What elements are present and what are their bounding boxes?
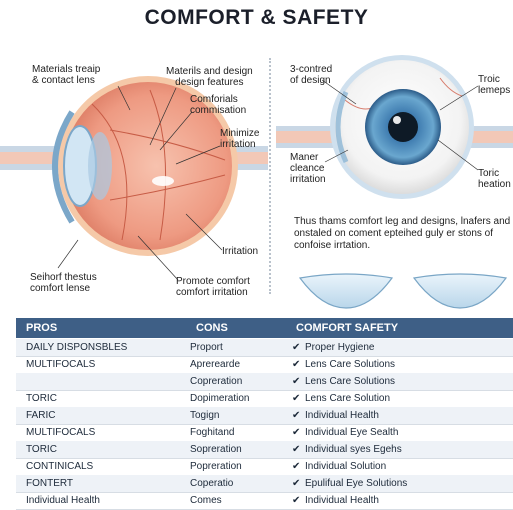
explanation-paragraph: Thus thams comfort leg and designs, lnaf…: [294, 216, 511, 251]
cell-comfort-safety: Individual Solution: [305, 461, 387, 472]
cell-cons: Coperatio: [190, 478, 234, 489]
table-row: MULTIFOCALS Aprerearde ✔ Lens Care Solution…: [16, 356, 513, 374]
check-icon: ✔: [292, 444, 301, 455]
table-row: MULTIFOCALS Foghitand ✔ Individual Eye Seal…: [16, 424, 513, 442]
cell-cons: Sopreration: [190, 444, 242, 455]
check-icon: ✔: [292, 393, 301, 404]
header-comfort-safety: COMFORT SAFETY: [296, 322, 399, 334]
table-row: TORIC Dopimeration ✔ Lens Care Solution: [16, 390, 513, 408]
cell-pros: FONTERT: [26, 478, 74, 489]
cell-pros: MULTIFOCALS: [26, 359, 96, 370]
cell-comfort-safety: Proper Hygiene: [305, 342, 375, 353]
cell-comfort-safety: Individual Eye Sealth: [305, 427, 399, 438]
label-irritation: Irritation: [222, 246, 259, 257]
label-materials-lens: Materials treaip & contact lens: [32, 64, 101, 86]
panel-divider: [269, 58, 271, 294]
check-icon: ✔: [292, 342, 301, 353]
cell-cons: Togign: [190, 410, 220, 421]
table-row: TORIC Sopreration ✔ Individual syes Egehs: [16, 441, 513, 459]
label-contred: 3-contred of design: [290, 64, 333, 86]
header-cons: CONS: [196, 322, 228, 334]
cell-pros: DAILY DISPONSBLES: [26, 342, 128, 353]
cell-cons: Dopimeration: [190, 393, 250, 404]
label-comforials: Comforials commisation: [190, 94, 247, 116]
label-seihorf: Seihorf thestus comfort lense: [30, 272, 97, 294]
cell-comfort-safety: Lens Care Solutions: [305, 359, 396, 370]
cell-comfort-safety: Epulifual Eye Solutions: [305, 478, 408, 489]
cell-cons: Proport: [190, 342, 223, 353]
right-eye-front: [276, 55, 513, 199]
cell-pros: TORIC: [26, 393, 57, 404]
cell-cons: Aprerearde: [190, 359, 241, 370]
check-icon: ✔: [292, 478, 301, 489]
cell-pros: MULTIFOCALS: [26, 427, 96, 438]
table-row: Copreration ✔ Lens Care Solutions: [16, 373, 513, 391]
table-header: [16, 318, 513, 338]
cell-comfort-safety: Lens Care Solutions: [305, 376, 396, 387]
check-icon: ✔: [292, 427, 301, 438]
check-icon: ✔: [292, 461, 301, 472]
cell-comfort-safety: Lens Care Solution: [305, 393, 391, 404]
header-pros: PROS: [26, 322, 58, 334]
cell-cons: Popreration: [190, 461, 242, 472]
label-minimize: Minimize irritation: [220, 128, 260, 150]
contact-lenses: [298, 273, 508, 309]
check-icon: ✔: [292, 410, 301, 421]
check-icon: ✔: [292, 359, 301, 370]
table-row: FONTERT Coperatio ✔ Epulifual Eye Solutions: [16, 475, 513, 493]
cell-cons: Foghitand: [190, 427, 235, 438]
cell-pros: TORIC: [26, 444, 57, 455]
cell-pros: CONTINICALS: [26, 461, 94, 472]
cell-comfort-safety: Individual syes Egehs: [305, 444, 402, 455]
eye-diagrams: [0, 55, 513, 309]
cell-comfort-safety: Individual Health: [305, 410, 379, 421]
label-toric-heation: Toric heation: [478, 168, 511, 190]
table-row: CONTINICALS Popreration ✔ Individual Soluti…: [16, 458, 513, 476]
label-promote: Promote comfort comfort irritation: [176, 276, 250, 298]
check-icon: ✔: [292, 376, 301, 387]
table-row: DAILY DISPONSBLES Proport ✔ Proper Hygiene: [16, 339, 513, 357]
cell-cons: Copreration: [190, 376, 243, 387]
cell-pros: FARIC: [26, 410, 56, 421]
label-troic: Troic lemeps: [478, 74, 511, 96]
label-materials-design: Materils and design design features: [166, 66, 253, 88]
left-eye-cross-section: [0, 76, 268, 281]
label-maner: Maner cleance irritation: [290, 152, 326, 185]
page-title: COMFORT & SAFETY: [144, 6, 369, 29]
table-row: FARIC Togign ✔ Individual Health: [16, 407, 513, 425]
